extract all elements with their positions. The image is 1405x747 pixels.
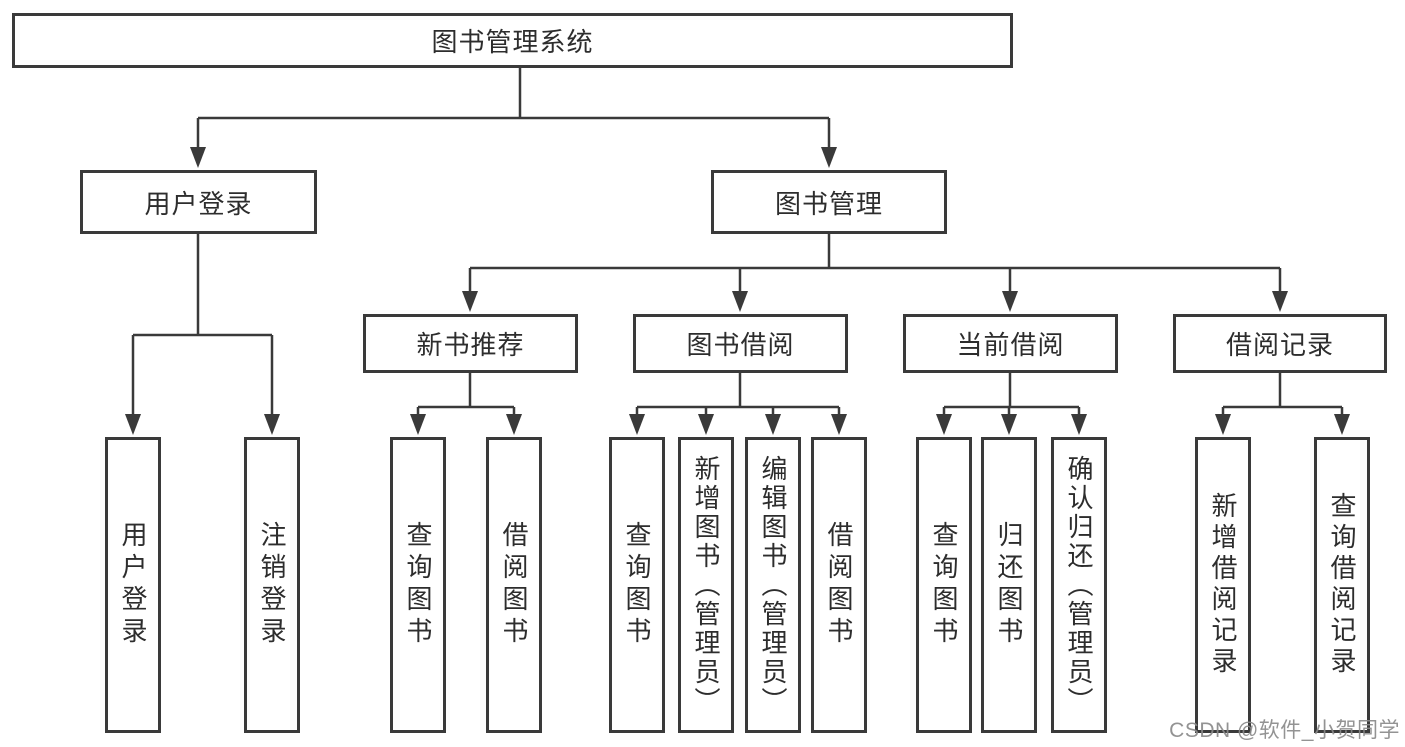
node-user-login: 用户登录 [80,170,317,234]
leaf-query-borrow-record-label: 查询借阅记录 [1327,492,1357,678]
node-new-book-recommend-label: 新书推荐 [416,330,525,360]
node-new-book-recommend: 新书推荐 [363,314,578,373]
leaf-confirm-return-admin: 确认归还（管理员） [1051,437,1107,733]
leaf-confirm-return-admin-label: 确认归还（管理员） [1064,454,1094,716]
leaf-add-borrow-record: 新增借阅记录 [1195,437,1251,733]
node-user-login-label: 用户登录 [144,188,253,219]
leaf-borrow-books-1: 借阅图书 [486,437,542,733]
leaf-query-books-2: 查询图书 [609,437,665,733]
leaf-query-borrow-record: 查询借阅记录 [1314,437,1370,733]
csdn-watermark: CSDN @软件_小贺同学 [1169,719,1400,742]
node-current-borrow: 当前借阅 [903,314,1118,373]
leaf-add-books-admin: 新增图书（管理员） [678,437,734,733]
leaf-logout: 注销登录 [244,437,300,733]
node-current-borrow-label: 当前借阅 [956,330,1065,360]
leaf-query-books-3-label: 查询图书 [929,521,959,649]
node-book-borrow: 图书借阅 [633,314,848,373]
leaf-edit-books-admin: 编辑图书（管理员） [745,437,801,733]
leaf-add-books-admin-label: 新增图书（管理员） [691,454,721,716]
leaf-user-login: 用户登录 [105,437,161,733]
leaf-query-books-2-label: 查询图书 [622,521,652,649]
leaf-logout-label: 注销登录 [257,521,287,649]
leaf-query-books-3: 查询图书 [916,437,972,733]
leaf-borrow-books-1-label: 借阅图书 [499,521,529,649]
leaf-add-borrow-record-label: 新增借阅记录 [1208,492,1238,678]
leaf-query-books-1-label: 查询图书 [403,521,433,649]
node-book-management-label: 图书管理 [774,188,883,219]
leaf-return-books: 归还图书 [981,437,1037,733]
node-book-management: 图书管理 [711,170,947,234]
root-node-label: 图书管理系统 [431,27,594,57]
leaf-borrow-books-2-label: 借阅图书 [824,521,854,649]
leaf-edit-books-admin-label: 编辑图书（管理员） [758,454,788,716]
node-book-borrow-label: 图书借阅 [686,330,795,360]
node-borrow-records: 借阅记录 [1173,314,1387,373]
leaf-query-books-1: 查询图书 [390,437,446,733]
leaf-user-login-label: 用户登录 [118,521,148,649]
leaf-return-books-label: 归还图书 [994,521,1024,649]
node-borrow-records-label: 借阅记录 [1225,330,1334,360]
root-node: 图书管理系统 [12,13,1013,68]
leaf-borrow-books-2: 借阅图书 [811,437,867,733]
